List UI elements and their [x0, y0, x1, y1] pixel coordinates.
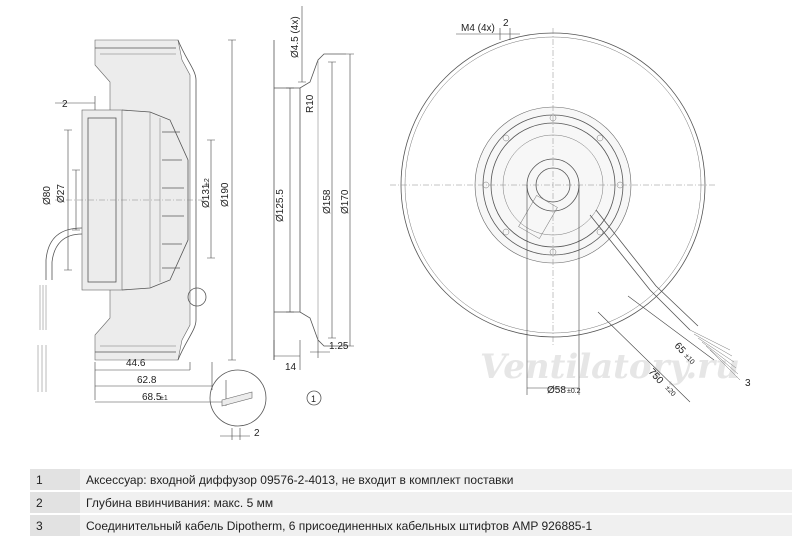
note-number: 3: [30, 513, 80, 537]
note-number: 1: [30, 469, 80, 492]
dim-d131: Ø131: [201, 183, 212, 208]
dim-d158: Ø158: [322, 189, 333, 214]
note-number: 2: [30, 490, 80, 515]
profile-view: [273, 6, 354, 406]
dim-d4-5: Ø4.5 (4x): [290, 16, 301, 58]
note-text: Глубина ввинчивания: макс. 5 мм: [80, 490, 792, 515]
dim-68-5: 68.5: [142, 392, 162, 403]
dim-d27: Ø27: [56, 184, 67, 203]
dim-d190: Ø190: [220, 182, 231, 207]
notes-row: 3 Соединительный кабель Dipotherm, 6 при…: [30, 513, 792, 537]
dim-d80: Ø80: [42, 186, 53, 205]
dim-62-8: 62.8: [137, 375, 157, 386]
notes-row: 1 Аксессуар: входной диффузор 09576-2-40…: [30, 469, 792, 492]
dim-d58-tol: ±0.2: [567, 388, 581, 395]
dim-r10: R10: [305, 94, 316, 113]
dim-44-6: 44.6: [126, 358, 146, 369]
side-view: [37, 39, 267, 440]
dim-m4: M4 (4x): [461, 23, 495, 34]
dim-d125-5: Ø125.5: [275, 189, 286, 222]
watermark: Ventilatory.ru: [480, 347, 740, 387]
dim-d58: Ø58: [547, 385, 566, 396]
dim-1-25: 1.25: [329, 341, 349, 352]
front-view: [390, 28, 741, 403]
technical-drawing: Ventilatory.ru: [37, 6, 751, 440]
dim-68-5-tol: ±1: [160, 395, 168, 402]
dim-d131-tol: ±2: [204, 178, 211, 186]
dim-d170: Ø170: [340, 189, 351, 214]
note-text: Соединительный кабель Dipotherm, 6 присо…: [80, 513, 792, 537]
callout-1: 1: [311, 394, 316, 404]
notes-row: 2 Глубина ввинчивания: макс. 5 мм: [30, 490, 792, 515]
notes-table: 1 Аксессуар: входной диффузор 09576-2-40…: [30, 469, 792, 537]
dim-two-detail: 2: [254, 428, 260, 439]
callout-3: 3: [745, 378, 751, 389]
note-text: Аксессуар: входной диффузор 09576-2-4013…: [80, 469, 792, 492]
dim-two-top: 2: [62, 99, 68, 110]
dim-14: 14: [285, 362, 297, 373]
dim-front-two: 2: [503, 18, 509, 29]
